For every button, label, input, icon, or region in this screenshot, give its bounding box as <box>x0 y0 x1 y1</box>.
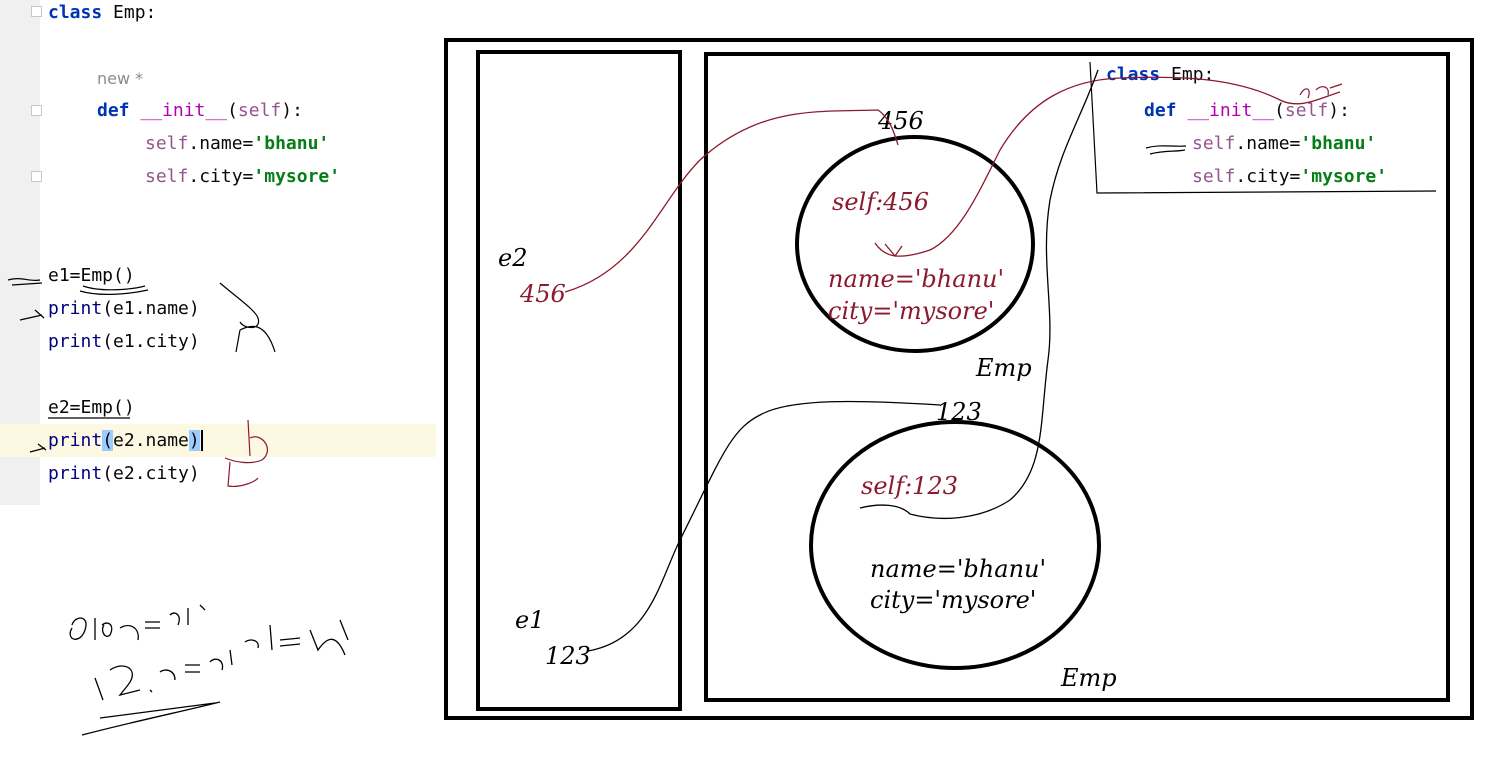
name-value: 'bhanu' <box>253 133 330 154</box>
code-line-print-e1-city[interactable]: print(e1.city) <box>48 331 200 353</box>
object-123-address: 123 <box>936 398 982 426</box>
handwritten-output-e2 <box>224 419 268 487</box>
underline-emp <box>79 285 149 295</box>
code-line-class[interactable]: class Emp: <box>48 2 156 24</box>
mini-code-arrow-mark <box>1145 145 1187 155</box>
code-line-e1[interactable]: e1=Emp() <box>48 265 135 286</box>
object-456-self: self:456 <box>832 188 929 216</box>
code-line-e2[interactable]: e2=Emp() <box>48 397 135 418</box>
handwritten-output-bm <box>219 282 276 353</box>
var-e1-ref: 123 <box>545 642 591 670</box>
var-e1-label: e1 <box>515 606 544 634</box>
init-self: self <box>237 100 282 121</box>
ref-arrow-e2 <box>564 109 899 293</box>
name-assign: .name= <box>188 133 254 154</box>
class-name: Emp: <box>102 2 157 23</box>
print-builtin: print <box>48 331 103 352</box>
handwritten-456-note <box>1299 83 1343 99</box>
city-value: 'mysore' <box>253 166 341 187</box>
print-args: (e1.city) <box>102 331 200 352</box>
object-123-circle <box>809 420 1101 670</box>
keyword-class: class <box>48 2 103 23</box>
self-ref: self <box>1192 133 1236 154</box>
mini-code-def: def __init__(self): <box>1144 100 1350 122</box>
object-456-city: city='mysore' <box>828 297 994 325</box>
print-args: (e1.name) <box>102 298 200 319</box>
code-line-def[interactable]: def __init__(self): <box>97 100 303 122</box>
mini-code-border <box>1089 61 1437 194</box>
keyword-def: def <box>1144 100 1177 121</box>
paren-close: ) <box>188 430 200 451</box>
init-name: __init__ <box>1187 100 1275 121</box>
self-ref: self <box>1192 166 1236 187</box>
fold-marker-def[interactable] <box>31 105 42 116</box>
keyword-def: def <box>97 100 130 121</box>
fold-marker-end[interactable] <box>31 171 42 182</box>
self-arrow-456 <box>874 76 1341 257</box>
self-ref: self <box>145 166 189 187</box>
paren-open: ( <box>102 430 114 451</box>
ref-arrow-e1 <box>587 400 941 652</box>
stack-box <box>476 50 682 711</box>
init-open: ( <box>227 100 238 121</box>
fold-marker-class[interactable] <box>31 6 42 17</box>
object-123-name: name='bhanu' <box>870 555 1046 583</box>
heap-box <box>704 52 1450 702</box>
annotation-arrow-e1 <box>7 277 43 286</box>
print-builtin: print <box>48 463 103 484</box>
print-args: e2.name <box>113 430 189 451</box>
name-value: 'bhanu' <box>1300 133 1377 154</box>
code-line-print-e1-name[interactable]: print(e1.name) <box>48 298 200 320</box>
city-assign: .city= <box>1235 166 1301 187</box>
object-123-self: self:123 <box>861 472 958 500</box>
annotation-arrow-e2 <box>29 443 47 453</box>
var-e2-ref: 456 <box>519 280 566 308</box>
code-line-print-e2-city[interactable]: print(e2.city) <box>48 463 200 485</box>
init-close: ): <box>281 100 303 121</box>
object-456-circle <box>795 135 1035 353</box>
self-ref: self <box>145 133 189 154</box>
annotation-arrow-print <box>19 309 45 321</box>
inlay-hint: new * <box>97 69 144 88</box>
city-assign: .city= <box>188 166 254 187</box>
init-close: ): <box>1328 100 1350 121</box>
init-name: __init__ <box>140 100 228 121</box>
var-e2-label: e2 <box>498 244 527 272</box>
keyword-class: class <box>1106 64 1161 85</box>
object-456-address: 456 <box>877 107 924 135</box>
object-123-city: city='mysore' <box>870 586 1036 614</box>
code-line-city[interactable]: self.city='mysore' <box>145 166 340 188</box>
handwritten-scribble <box>69 604 349 736</box>
mini-code-name: self.name='bhanu' <box>1192 133 1376 155</box>
code-line-print-e2-name[interactable]: print(e2.name) <box>48 430 203 452</box>
current-line-highlight <box>0 424 436 457</box>
print-builtin: print <box>48 298 103 319</box>
print-args: (e2.city) <box>102 463 200 484</box>
init-open: ( <box>1274 100 1285 121</box>
heap-type-label: Emp <box>1060 664 1117 692</box>
editor-gutter <box>0 0 40 505</box>
init-self: self <box>1284 100 1329 121</box>
code-line-name[interactable]: self.name='bhanu' <box>145 133 329 155</box>
city-value: 'mysore' <box>1300 166 1388 187</box>
print-builtin: print <box>48 430 103 451</box>
object-456-name: name='bhanu' <box>828 265 1004 293</box>
self-arrow-456-tick <box>884 243 903 258</box>
mini-code-city: self.city='mysore' <box>1192 166 1387 188</box>
name-assign: .name= <box>1235 133 1301 154</box>
self-arrow-123 <box>859 69 1099 520</box>
object-456-type: Emp <box>975 354 1032 382</box>
memory-frame <box>444 38 1474 720</box>
